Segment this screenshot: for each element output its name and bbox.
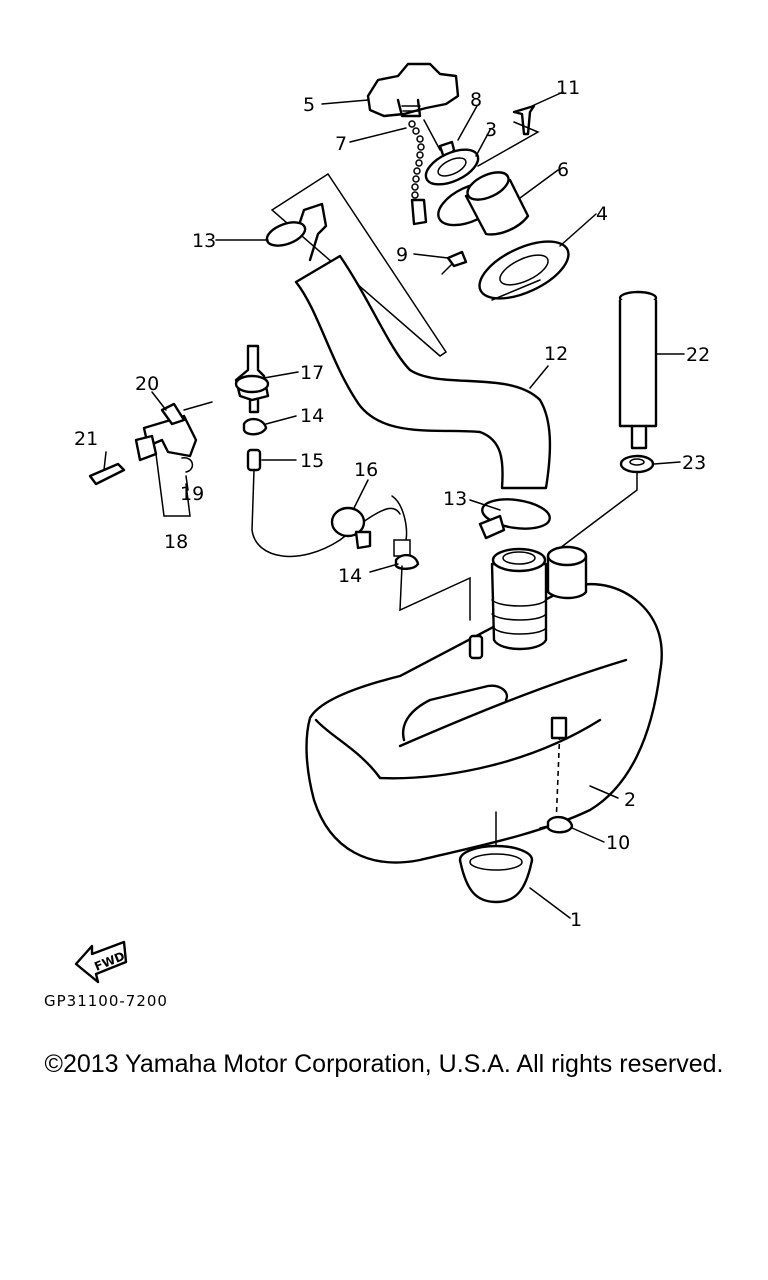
filler-cap bbox=[366, 62, 460, 118]
filler-neck-6 bbox=[437, 171, 530, 236]
hose-end-15 bbox=[246, 448, 262, 472]
hose-clamp-13 bbox=[478, 498, 551, 540]
fuel-line bbox=[251, 469, 401, 558]
callout-6: 6 bbox=[557, 159, 569, 181]
callout-11: 11 bbox=[556, 77, 580, 99]
drain-cap-1 bbox=[458, 844, 534, 904]
cap-chain bbox=[408, 119, 441, 226]
callout-8: 8 bbox=[470, 89, 482, 111]
clamp-10 bbox=[546, 815, 574, 834]
callout-15: 15 bbox=[300, 450, 324, 472]
callout-12: 12 bbox=[544, 343, 568, 365]
bracket-assembly-18 bbox=[88, 401, 213, 517]
callout-7: 7 bbox=[335, 133, 347, 155]
gasket-4 bbox=[478, 240, 570, 300]
callout-5: 5 bbox=[303, 94, 315, 116]
drawing-code: GP31100-7200 bbox=[44, 992, 168, 1010]
screw-9 bbox=[446, 250, 468, 268]
grommet-23 bbox=[619, 454, 655, 474]
tank-vent-neck bbox=[546, 545, 588, 600]
fuel-filter-17 bbox=[234, 344, 270, 414]
tank-filler-neck bbox=[490, 547, 548, 651]
fuel-tank-2 bbox=[305, 582, 663, 864]
gasket-3 bbox=[424, 148, 480, 186]
tank-fitting bbox=[468, 634, 484, 660]
callout-14-upper: 14 bbox=[300, 405, 324, 427]
screw-11 bbox=[512, 104, 536, 136]
callout-21: 21 bbox=[74, 428, 98, 450]
callout-13-upper: 13 bbox=[192, 230, 216, 252]
callout-19: 19 bbox=[180, 483, 204, 505]
filler-hose-12 bbox=[265, 202, 552, 490]
callout-17: 17 bbox=[300, 362, 324, 384]
callout-2: 2 bbox=[624, 789, 636, 811]
hose-clamp-16 bbox=[330, 506, 372, 550]
callout-22: 22 bbox=[686, 344, 710, 366]
callout-13-lower: 13 bbox=[443, 488, 467, 510]
callout-18: 18 bbox=[164, 531, 188, 553]
clamp-14-upper bbox=[242, 417, 268, 436]
hose-boundary bbox=[270, 172, 448, 357]
callout-3: 3 bbox=[485, 119, 497, 141]
callout-4: 4 bbox=[596, 203, 608, 225]
callout-1: 1 bbox=[570, 909, 582, 931]
exploded-parts-diagram: 5 7 8 3 11 6 4 9 13 12 22 23 17 14 15 16… bbox=[74, 62, 710, 984]
vent-tube-22 bbox=[618, 290, 658, 450]
callout-20: 20 bbox=[135, 373, 159, 395]
copyright-notice: ©2013 Yamaha Motor Corporation, U.S.A. A… bbox=[44, 1050, 724, 1078]
callout-9: 9 bbox=[396, 244, 408, 266]
callout-10: 10 bbox=[606, 832, 630, 854]
clamp-14-lower bbox=[394, 553, 420, 570]
callout-23: 23 bbox=[682, 452, 706, 474]
callout-14-lower: 14 bbox=[338, 565, 362, 587]
callout-16: 16 bbox=[354, 459, 378, 481]
fwd-arrow: FWD bbox=[74, 940, 128, 984]
